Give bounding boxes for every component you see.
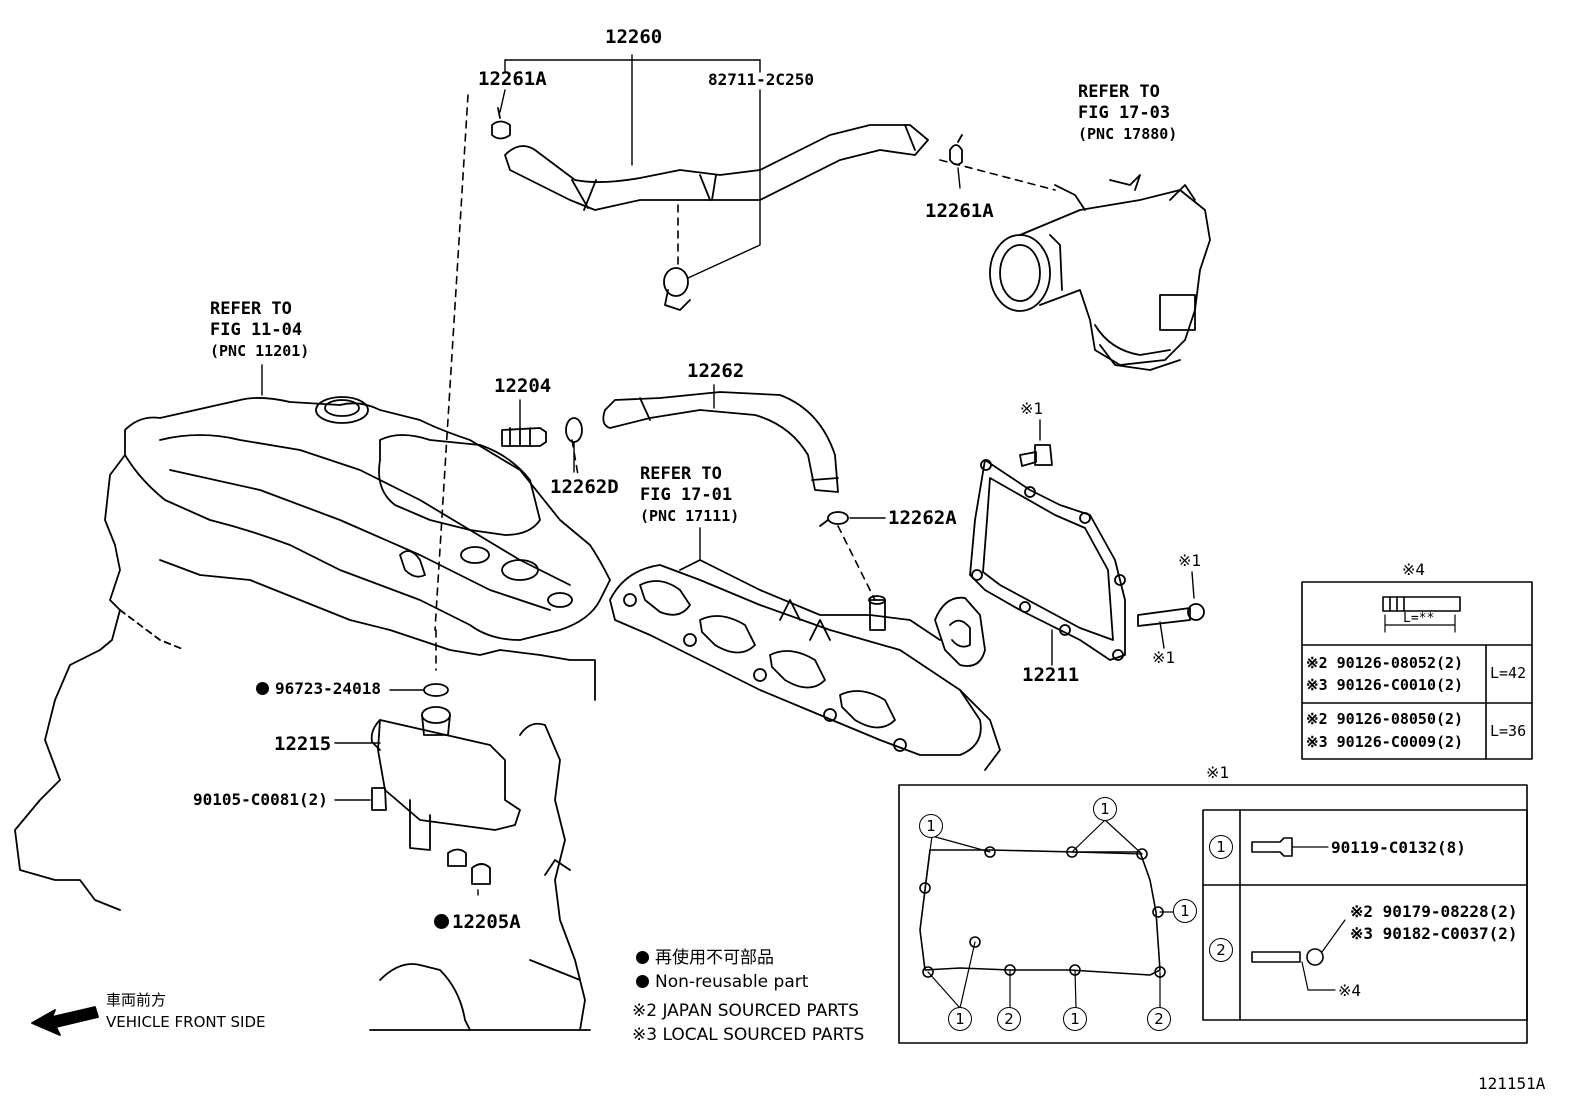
marker-1-a: 1: [919, 814, 943, 838]
bolt-table-row1-part-b[interactable]: ※3 90126-C0010(2): [1306, 676, 1464, 694]
ref-fig-17-03[interactable]: REFER TO FIG 17-03 (PNC 17880): [1078, 82, 1178, 143]
part-label-12260[interactable]: 12260: [605, 26, 663, 48]
part-label-12211[interactable]: 12211: [1022, 664, 1080, 686]
bolt-table-row1-length: L=42: [1490, 664, 1527, 682]
bolt-table-row2-part-b[interactable]: ※3 90126-C0009(2): [1306, 733, 1464, 751]
front-label-jp: 車両前方: [106, 991, 167, 1009]
note-1-stud-bottom: ※1: [1152, 648, 1176, 667]
intake-elbow: [989, 174, 1211, 371]
detail-row1-part[interactable]: 90119-C0132(8): [1331, 838, 1466, 857]
non-reusable-dot-icon: [636, 975, 649, 988]
part-label-82711-2c250[interactable]: 82711-2C250: [708, 70, 814, 89]
part-label-96723-24018[interactable]: 96723-24018: [256, 681, 381, 697]
table-marker-1: 1: [1209, 835, 1233, 859]
legend-nonreusable: Non-reusable part: [636, 974, 808, 991]
marker-2-b: 2: [1147, 1007, 1171, 1031]
hose-12262: [602, 391, 839, 493]
table-marker-2: 2: [1209, 938, 1233, 962]
bolt-length-dimension: L=**: [1403, 611, 1435, 626]
hose-12260: [504, 124, 929, 211]
bolt-table-row1-part-a[interactable]: ※2 90126-08052(2): [1306, 654, 1464, 672]
ref-fig-17-01[interactable]: REFER TO FIG 17-01 (PNC 17111): [640, 464, 740, 525]
marker-1-c: 1: [1173, 899, 1197, 923]
detail-box: [898, 784, 1528, 1044]
part-label-12261a-right[interactable]: 12261A: [925, 200, 994, 222]
part-label-12262[interactable]: 12262: [687, 360, 745, 382]
non-reusable-dot-icon: [256, 682, 269, 695]
legend-japan-sourced: ※2 JAPAN SOURCED PARTS: [632, 1001, 859, 1021]
part-label-12205a[interactable]: 12205A: [434, 913, 521, 932]
note-1-stud-top: ※1: [1178, 551, 1202, 570]
part-label-12262a[interactable]: 12262A: [888, 507, 957, 529]
legend-jp-nonreusable: 再使用不可部品: [636, 950, 774, 967]
ref-fig-11-04[interactable]: REFER TO FIG 11-04 (PNC 11201): [210, 299, 310, 360]
part-label-12215[interactable]: 12215: [274, 733, 332, 755]
detail-row2-note: ※4: [1338, 981, 1362, 1000]
detail-row2-part-a[interactable]: ※2 90179-08228(2): [1350, 902, 1518, 921]
front-label-en: VEHICLE FRONT SIDE: [106, 1013, 266, 1031]
marker-1-d: 1: [948, 1007, 972, 1031]
bolt-table-row2-length: L=36: [1490, 722, 1527, 740]
part-label-12204[interactable]: 12204: [494, 375, 552, 397]
marker-2-a: 2: [997, 1007, 1021, 1031]
intake-manifold: [609, 559, 1001, 771]
part-label-12262d[interactable]: 12262D: [550, 476, 619, 498]
note-1-detail-title: ※1: [1206, 763, 1230, 782]
vehicle-front-arrow-icon: [31, 1006, 99, 1036]
marker-1-b: 1: [1093, 797, 1117, 821]
leader-lines: [261, 54, 1195, 896]
gasket-12211: [969, 459, 1126, 661]
part-label-90105-c0081[interactable]: 90105-C0081(2): [193, 790, 328, 809]
detail-row2-part-b[interactable]: ※3 90182-C0037(2): [1350, 924, 1518, 943]
dashed-guides: [434, 94, 1056, 671]
bolt-table: [1301, 581, 1533, 760]
note-4-table-title: ※4: [1402, 560, 1426, 579]
marker-1-e: 1: [1063, 1007, 1087, 1031]
part-label-12261a-top[interactable]: 12261A: [478, 68, 547, 90]
bolt-table-row2-part-a[interactable]: ※2 90126-08050(2): [1306, 710, 1464, 728]
engine-cylinder-head: [14, 396, 611, 1031]
legend-local-sourced: ※3 LOCAL SOURCED PARTS: [632, 1025, 865, 1045]
note-1-bolt-top: ※1: [1020, 399, 1044, 418]
non-reusable-dot-icon: [636, 951, 649, 964]
small-parts: [370, 107, 1205, 885]
non-reusable-dot-icon: [434, 914, 449, 929]
figure-id: 121151A: [1478, 1074, 1546, 1093]
